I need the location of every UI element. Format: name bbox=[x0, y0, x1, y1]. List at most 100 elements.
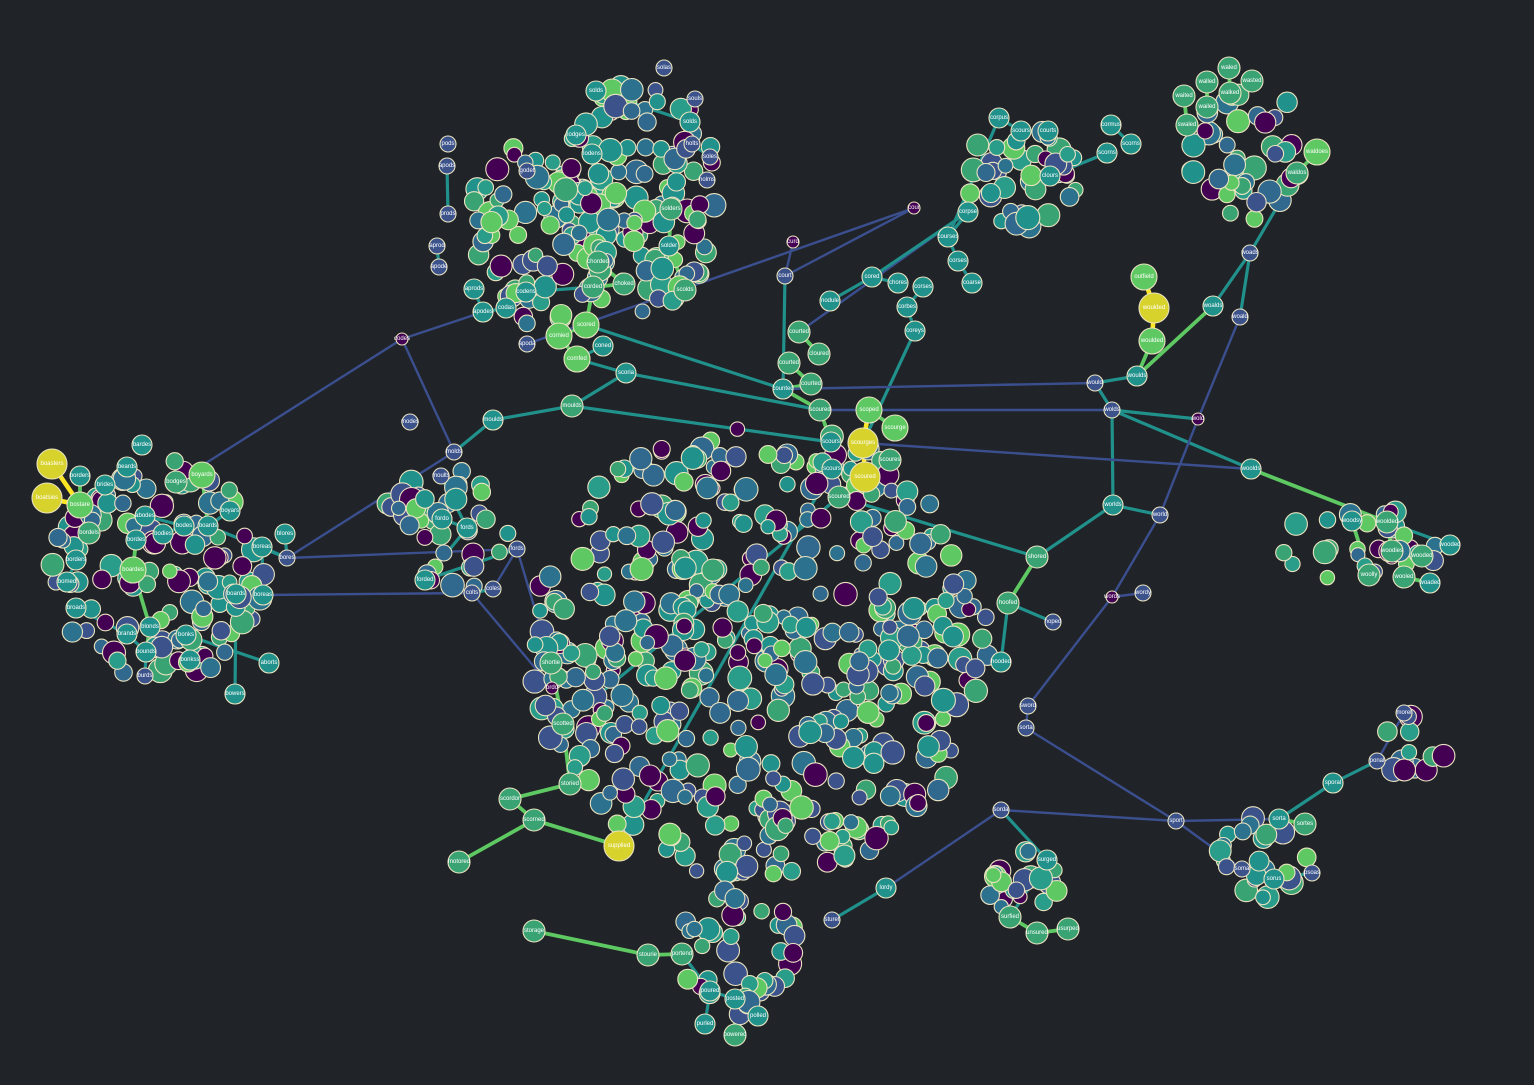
node-solders[interactable]: solders bbox=[659, 197, 683, 221]
node-boatsies[interactable]: boatsies bbox=[31, 482, 63, 514]
node-blonds[interactable]: blonds bbox=[139, 616, 161, 638]
node-solder[interactable]: solder bbox=[658, 235, 680, 257]
node-supplied[interactable]: supplied bbox=[603, 830, 635, 862]
node-brides[interactable]: brides bbox=[94, 474, 116, 496]
node-coreys[interactable]: coreys bbox=[904, 320, 926, 342]
node-lodens[interactable]: lodens bbox=[581, 143, 603, 165]
node-lodges[interactable]: lodges bbox=[565, 124, 587, 146]
node-world[interactable]: world bbox=[1151, 506, 1169, 524]
node-modes[interactable]: modes bbox=[401, 413, 419, 431]
node-waldos[interactable]: waldos bbox=[1285, 161, 1309, 185]
node-scourge[interactable]: scourge bbox=[881, 414, 909, 442]
node-coned[interactable]: coned bbox=[592, 335, 614, 357]
node-sword[interactable]: sword bbox=[1019, 697, 1037, 715]
node-worlds[interactable]: worlds bbox=[1102, 494, 1124, 516]
node-sturet[interactable]: sturet bbox=[823, 911, 841, 929]
node-polled[interactable]: polled bbox=[747, 1005, 769, 1027]
node-scored[interactable]: scored bbox=[572, 311, 600, 339]
node-comfed[interactable]: comfed bbox=[563, 345, 591, 373]
node-chores[interactable]: chores bbox=[887, 272, 909, 294]
node-wooled[interactable]: wooled bbox=[1392, 565, 1416, 589]
node-courted3[interactable]: courted bbox=[799, 372, 823, 396]
node-bounds[interactable]: bounds bbox=[135, 641, 157, 663]
node-solds2[interactable]: solds bbox=[679, 111, 701, 133]
node-nodule[interactable]: nodule bbox=[819, 290, 841, 312]
node-shored[interactable]: shored bbox=[1025, 545, 1049, 569]
node-holts[interactable]: holts bbox=[683, 135, 701, 153]
node-stourie[interactable]: stourie bbox=[636, 943, 660, 967]
node-bordes[interactable]: bordes bbox=[125, 529, 147, 551]
node-boreas2[interactable]: boreas bbox=[252, 584, 274, 606]
node-holms[interactable]: holms bbox=[698, 171, 716, 189]
node-bodies[interactable]: bodies bbox=[152, 523, 174, 545]
node-scours2[interactable]: scours bbox=[821, 458, 843, 480]
node-beards[interactable]: beards bbox=[116, 456, 138, 478]
node-psoas[interactable]: psoas bbox=[1303, 864, 1321, 882]
node-boardes[interactable]: boardes bbox=[119, 556, 147, 584]
node-fords2[interactable]: fords bbox=[508, 540, 526, 558]
node-surged[interactable]: surged bbox=[1036, 849, 1058, 871]
node-ponal[interactable]: ponal bbox=[1368, 752, 1386, 770]
node-moults[interactable]: moults bbox=[432, 467, 450, 485]
node-cored[interactable]: cored bbox=[861, 266, 883, 288]
node-sorta2[interactable]: sorta bbox=[1268, 808, 1290, 830]
node-scorned[interactable]: scorned bbox=[522, 808, 546, 832]
node-scoures[interactable]: scoures bbox=[878, 448, 902, 472]
node-wolds[interactable]: wolds bbox=[1103, 401, 1121, 419]
node-soles[interactable]: soles bbox=[701, 148, 719, 166]
node-aprods[interactable]: aprods bbox=[463, 278, 485, 300]
node-cloured[interactable]: cloured bbox=[807, 342, 831, 366]
node-cornied[interactable]: cornied bbox=[545, 322, 573, 350]
node-borders2[interactable]: borders bbox=[65, 549, 87, 571]
node-outfield[interactable]: outfield bbox=[1130, 263, 1158, 291]
node-hoped[interactable]: hoped bbox=[1044, 613, 1062, 631]
node-abodes[interactable]: abodes bbox=[134, 505, 156, 527]
node-fords[interactable]: fords bbox=[456, 517, 478, 539]
node-woodies[interactable]: woodies bbox=[1380, 539, 1404, 563]
node-corded[interactable]: corded bbox=[581, 275, 605, 299]
node-walled[interactable]: walled bbox=[1195, 70, 1219, 94]
node-would[interactable]: would bbox=[1086, 374, 1104, 392]
node-courses[interactable]: courses bbox=[937, 226, 959, 248]
node-wasted[interactable]: wasted bbox=[1240, 69, 1264, 93]
node-corpus[interactable]: corpus bbox=[988, 107, 1010, 129]
node-scours3[interactable]: scours bbox=[1010, 120, 1032, 142]
node-sorda[interactable]: sorda bbox=[992, 801, 1010, 819]
node-swaled[interactable]: swaled bbox=[1175, 113, 1199, 137]
node-scoured2[interactable]: scoured bbox=[849, 461, 881, 493]
node-lordy[interactable]: lordy bbox=[875, 877, 897, 899]
node-poured[interactable]: poured bbox=[699, 980, 721, 1002]
node-solds[interactable]: solds bbox=[585, 80, 607, 102]
node-scolds[interactable]: scolds bbox=[673, 278, 697, 302]
node-corbes[interactable]: corbes bbox=[896, 296, 918, 318]
node-codas[interactable]: codas bbox=[495, 297, 517, 319]
node-court[interactable]: court bbox=[776, 267, 794, 285]
node-boards[interactable]: boards bbox=[197, 515, 219, 537]
node-bores[interactable]: bores bbox=[278, 549, 296, 567]
node-fordo[interactable]: fordo bbox=[431, 508, 453, 530]
node-clours[interactable]: clours bbox=[1039, 165, 1061, 187]
node-woulds[interactable]: woulds bbox=[1126, 365, 1148, 387]
node-broads[interactable]: broads bbox=[65, 597, 87, 619]
node-bodes[interactable]: bodes bbox=[173, 515, 195, 537]
node-hooded[interactable]: hooded bbox=[990, 651, 1012, 673]
node-motored[interactable]: motored bbox=[447, 850, 471, 874]
node-bomed[interactable]: bomed bbox=[56, 571, 78, 593]
node-apodes[interactable]: apodes bbox=[472, 301, 494, 323]
node-coles[interactable]: coles bbox=[484, 580, 502, 598]
node-courted2[interactable]: courted bbox=[777, 351, 801, 375]
node-scoured[interactable]: scoured bbox=[808, 398, 832, 422]
node-cour[interactable]: cour bbox=[907, 201, 921, 215]
node-aborts[interactable]: aborts bbox=[258, 652, 280, 674]
node-counted[interactable]: counted bbox=[772, 378, 794, 400]
node-prods[interactable]: prods bbox=[439, 205, 457, 223]
node-wordy[interactable]: wordy bbox=[1134, 584, 1152, 602]
node-waited[interactable]: waited bbox=[1172, 84, 1196, 108]
node-burds[interactable]: burds bbox=[136, 667, 154, 685]
node-bodges[interactable]: bodges bbox=[164, 470, 188, 494]
node-godet[interactable]: godet bbox=[518, 162, 536, 180]
node-scoped[interactable]: scoped bbox=[855, 396, 883, 424]
node-courted[interactable]: courted bbox=[787, 320, 811, 344]
node-wailed[interactable]: wailed bbox=[1195, 95, 1219, 119]
node-scotted[interactable]: scotted bbox=[551, 712, 575, 736]
